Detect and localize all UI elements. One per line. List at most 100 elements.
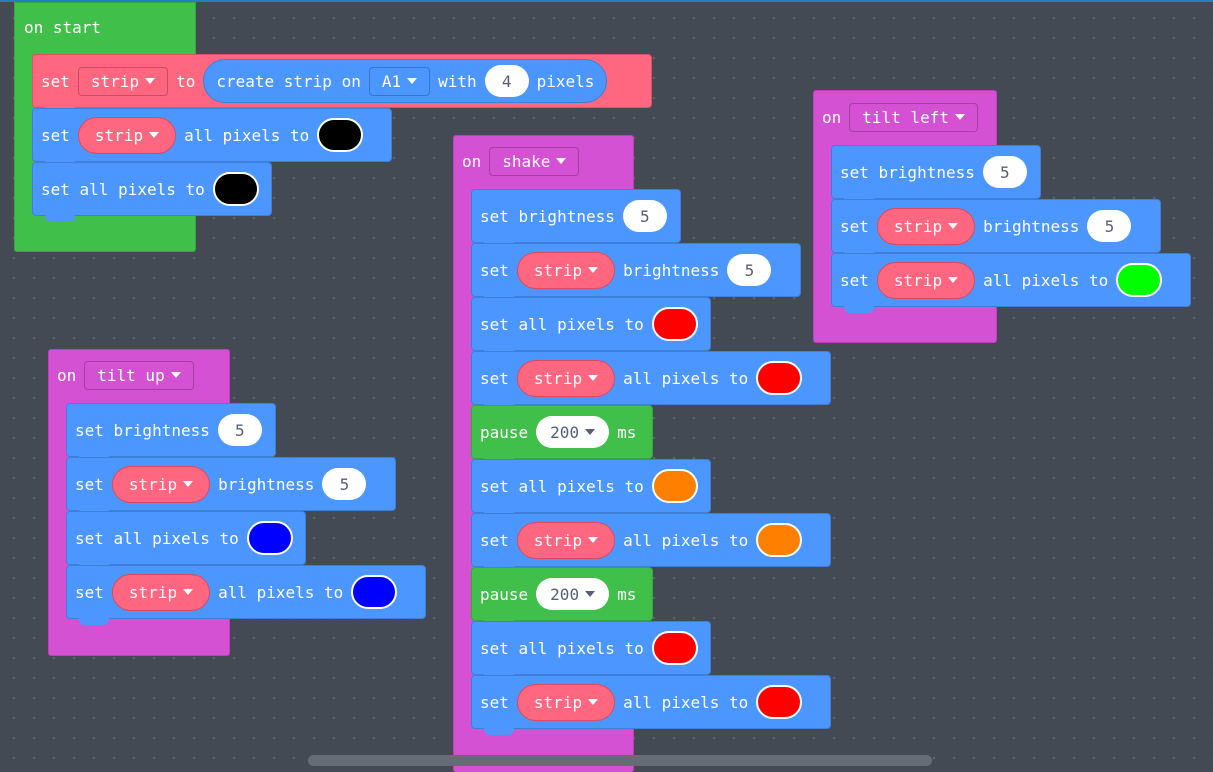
color-swatch[interactable] bbox=[212, 172, 259, 206]
color-swatch[interactable] bbox=[756, 685, 803, 719]
chevron-down-icon bbox=[948, 277, 959, 283]
set-all-pixels-block[interactable]: set all pixels to bbox=[471, 297, 711, 357]
strip-variable-pill[interactable]: strip bbox=[876, 261, 976, 299]
brightness-input[interactable]: 5 bbox=[982, 156, 1027, 188]
set-strip-all-pixels-block[interactable]: set strip all pixels to bbox=[471, 675, 831, 735]
color-swatch[interactable] bbox=[756, 523, 803, 557]
chevron-down-icon bbox=[585, 591, 596, 597]
chevron-down-icon bbox=[149, 132, 160, 138]
set-all-pixels-label: set all pixels to bbox=[480, 314, 644, 334]
color-swatch[interactable] bbox=[351, 575, 398, 609]
set-strip-all-pixels-block[interactable]: set strip all pixels to bbox=[32, 108, 392, 168]
brightness-input[interactable]: 5 bbox=[1087, 210, 1132, 242]
pause-block[interactable]: pause 200 ms bbox=[471, 405, 653, 465]
brightness-input[interactable]: 5 bbox=[727, 254, 772, 286]
all-pixels-to-label: all pixels to bbox=[184, 125, 310, 145]
color-swatch[interactable] bbox=[1116, 263, 1163, 297]
chevron-down-icon bbox=[588, 375, 599, 381]
pause-block[interactable]: pause 200 ms bbox=[471, 567, 653, 627]
set-brightness-label: set brightness bbox=[840, 162, 975, 182]
brightness-input[interactable]: 5 bbox=[217, 414, 262, 446]
strip-variable-pill[interactable]: strip bbox=[516, 359, 616, 397]
brightness-input[interactable]: 5 bbox=[322, 468, 367, 500]
pause-duration-value: 200 bbox=[550, 584, 580, 604]
set-brightness-block[interactable]: set brightness 5 bbox=[471, 189, 681, 249]
set-all-pixels-block[interactable]: set all pixels to bbox=[471, 621, 711, 681]
strip-variable-pill[interactable]: strip bbox=[516, 683, 616, 721]
strip-variable-pill[interactable]: strip bbox=[111, 573, 211, 611]
set-strip-brightness-block[interactable]: set strip brightness 5 bbox=[471, 243, 801, 303]
set-label: set bbox=[75, 582, 104, 602]
chevron-down-icon bbox=[170, 372, 181, 378]
variable-name: strip bbox=[128, 474, 178, 494]
pause-duration-dropdown[interactable]: 200 bbox=[536, 578, 610, 610]
chevron-down-icon bbox=[588, 267, 599, 273]
set-strip-variable-block[interactable]: set strip to create strip on A1 with 4 p… bbox=[32, 54, 652, 114]
variable-name: strip bbox=[94, 125, 144, 145]
color-swatch[interactable] bbox=[756, 361, 803, 395]
tilt-up-hat: on tilt up bbox=[57, 358, 194, 392]
set-all-pixels-label: set all pixels to bbox=[480, 638, 644, 658]
all-pixels-to-label: all pixels to bbox=[218, 582, 344, 602]
color-swatch[interactable] bbox=[651, 631, 698, 665]
brightness-label: brightness bbox=[983, 216, 1080, 236]
set-brightness-block[interactable]: set brightness 5 bbox=[66, 403, 276, 463]
gesture-dropdown[interactable]: tilt up bbox=[84, 360, 194, 390]
pixel-count-input[interactable]: 4 bbox=[484, 65, 529, 97]
set-all-pixels-block[interactable]: set all pixels to bbox=[66, 511, 306, 571]
create-strip-block[interactable]: create strip on A1 with 4 pixels bbox=[203, 59, 608, 103]
color-swatch[interactable] bbox=[651, 307, 698, 341]
chevron-down-icon bbox=[588, 699, 599, 705]
set-brightness-block[interactable]: set brightness 5 bbox=[831, 145, 1041, 205]
chevron-down-icon bbox=[183, 589, 194, 595]
set-label: set bbox=[75, 474, 104, 494]
strip-variable-pill[interactable]: strip bbox=[77, 116, 177, 154]
variable-name: strip bbox=[533, 368, 583, 388]
gesture-dropdown[interactable]: shake bbox=[489, 146, 580, 176]
brightness-input[interactable]: 5 bbox=[622, 200, 667, 232]
chevron-down-icon bbox=[183, 481, 194, 487]
variable-name: strip bbox=[533, 692, 583, 712]
pixels-label: pixels bbox=[536, 71, 595, 91]
on-label: on bbox=[462, 151, 482, 171]
set-all-pixels-label: set all pixels to bbox=[41, 179, 205, 199]
all-pixels-to-label: all pixels to bbox=[623, 368, 749, 388]
set-all-pixels-block[interactable]: set all pixels to bbox=[32, 162, 272, 222]
to-label: to bbox=[176, 71, 196, 91]
color-swatch[interactable] bbox=[246, 521, 293, 555]
variable-name: strip bbox=[90, 71, 140, 91]
strip-variable-pill[interactable]: strip bbox=[876, 207, 976, 245]
pause-duration-dropdown[interactable]: 200 bbox=[536, 416, 610, 448]
set-strip-all-pixels-block[interactable]: set strip all pixels to bbox=[471, 513, 831, 573]
set-strip-all-pixels-block[interactable]: set strip all pixels to bbox=[471, 351, 831, 411]
on-start-hat: on start bbox=[24, 14, 101, 40]
tilt-left-hat: on tilt left bbox=[822, 100, 978, 134]
window-top-accent bbox=[0, 0, 1213, 2]
set-strip-brightness-block[interactable]: set strip brightness 5 bbox=[66, 457, 396, 517]
set-label: set bbox=[41, 125, 70, 145]
color-swatch[interactable] bbox=[317, 118, 364, 152]
strip-variable-pill[interactable]: strip bbox=[516, 251, 616, 289]
set-label: set bbox=[480, 260, 509, 280]
set-strip-brightness-block[interactable]: set strip brightness 5 bbox=[831, 199, 1161, 259]
pause-label: pause bbox=[480, 422, 529, 442]
set-label: set bbox=[840, 270, 869, 290]
chevron-down-icon bbox=[948, 223, 959, 229]
variable-name: strip bbox=[533, 530, 583, 550]
variable-dropdown[interactable]: strip bbox=[77, 66, 169, 96]
brightness-label: brightness bbox=[218, 474, 315, 494]
pin-dropdown[interactable]: A1 bbox=[368, 66, 431, 96]
horizontal-scrollbar[interactable] bbox=[308, 755, 932, 766]
all-pixels-to-label: all pixels to bbox=[623, 692, 749, 712]
ms-label: ms bbox=[617, 422, 637, 442]
set-label: set bbox=[480, 692, 509, 712]
color-swatch[interactable] bbox=[651, 469, 698, 503]
set-all-pixels-block[interactable]: set all pixels to bbox=[471, 459, 711, 519]
gesture-dropdown[interactable]: tilt left bbox=[849, 102, 978, 132]
strip-variable-pill[interactable]: strip bbox=[111, 465, 211, 503]
shake-hat: on shake bbox=[462, 144, 580, 178]
strip-variable-pill[interactable]: strip bbox=[516, 521, 616, 559]
set-strip-all-pixels-block[interactable]: set strip all pixels to bbox=[831, 253, 1191, 313]
chevron-down-icon bbox=[407, 78, 418, 84]
set-strip-all-pixels-block[interactable]: set strip all pixels to bbox=[66, 565, 426, 625]
